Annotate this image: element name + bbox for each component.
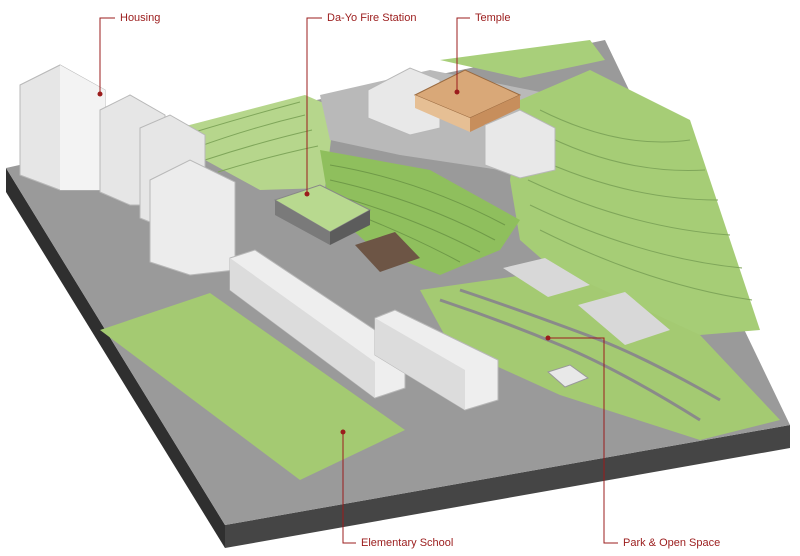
school-field: [100, 293, 405, 480]
plaza-1: [503, 258, 590, 297]
label-housing: Housing: [120, 12, 161, 24]
housing-blocks: [19, 64, 236, 276]
hill-terrace-left: [178, 95, 335, 190]
marker-fire-station: [304, 191, 310, 197]
base-left-side: [6, 168, 225, 548]
hill-terrace-right: [510, 70, 760, 335]
leader-school: [342, 432, 356, 544]
marker-temple: [454, 89, 460, 95]
school-buildings: [229, 249, 499, 411]
marker-housing: [97, 91, 103, 97]
base-right-side: [225, 425, 790, 548]
leader-temple: [456, 17, 470, 92]
leader-fire-station: [306, 17, 322, 194]
fire-station-building: [273, 184, 420, 272]
marker-school: [340, 429, 346, 435]
label-elementary-school: Elementary School: [361, 537, 454, 549]
plaza-2: [578, 292, 670, 345]
upper-grass: [440, 40, 605, 78]
marker-park: [545, 335, 551, 341]
park-pavilion: [547, 364, 590, 388]
temple-building: [367, 67, 556, 179]
label-fire-station: Da-Yo Fire Station: [327, 12, 417, 24]
leader-housing: [99, 17, 115, 94]
park-area: [420, 270, 780, 440]
label-park-open-space: Park & Open Space: [623, 537, 721, 549]
leader-park: [548, 337, 618, 544]
label-temple: Temple: [475, 12, 511, 24]
